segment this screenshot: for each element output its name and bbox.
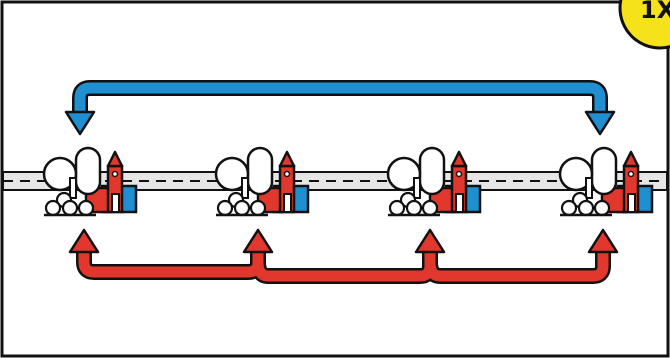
blue-arrowhead-left — [64, 110, 96, 136]
church-icon — [600, 150, 654, 214]
badge-label: 1X — [640, 0, 670, 24]
red-arrowhead-4 — [587, 228, 619, 254]
red-arrowhead-1 — [68, 228, 100, 254]
stop-2 — [214, 146, 310, 217]
stop-3 — [386, 146, 482, 217]
bushes-icon — [560, 191, 612, 217]
red-connection-arrows — [68, 228, 619, 284]
tree-icon — [386, 146, 446, 199]
bushes-icon — [44, 191, 96, 217]
blue-arrowhead-right — [584, 110, 616, 136]
church-icon — [428, 150, 482, 214]
stop-4 — [558, 146, 654, 217]
red-arrowhead-2 — [242, 228, 274, 254]
bushes-icon — [216, 191, 268, 217]
stop-1 — [42, 146, 138, 217]
scale-badge: 1X — [618, 0, 670, 50]
bushes-icon — [388, 191, 440, 217]
tree-icon — [558, 146, 618, 199]
red-arrowhead-3 — [414, 228, 446, 254]
road — [2, 171, 668, 191]
tree-icon — [42, 146, 102, 199]
blue-connection-arrow — [64, 80, 616, 136]
tree-icon — [214, 146, 274, 199]
